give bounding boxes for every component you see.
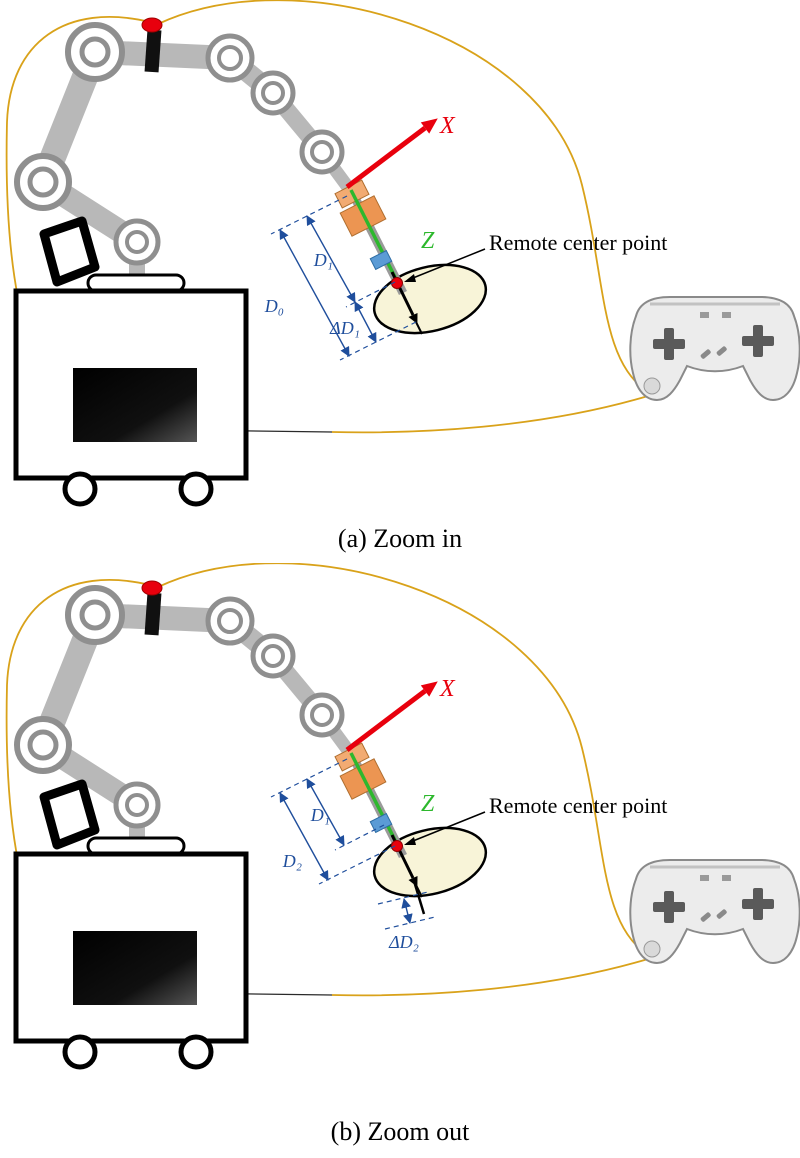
dim-label-delta: ΔD₁	[329, 318, 360, 338]
dimension-annotations: D₁ D₀ ΔD₁	[264, 195, 417, 361]
remote-center-annotation: Remote center point	[404, 230, 667, 282]
dim-label-outer: D₂	[282, 851, 302, 871]
rcp-label: Remote center point	[489, 793, 667, 818]
robot-scene	[7, 0, 800, 504]
rcp-arrow	[407, 811, 486, 844]
dim-label-delta: ΔD₂	[388, 932, 419, 952]
z-axis-label: Z	[421, 791, 435, 817]
rcp-arrowhead	[404, 274, 416, 282]
x-axis-label: X	[439, 676, 456, 702]
rcp-arrowhead	[404, 837, 416, 845]
dim-label-outer: D₀	[264, 296, 284, 316]
dim-label-inner: D₁	[310, 805, 330, 825]
remote-center-annotation: Remote center point	[404, 793, 667, 845]
z-axis-label: Z	[421, 228, 435, 254]
caption-zoom-in: (a) Zoom in	[337, 524, 463, 553]
rcp-label: Remote center point	[489, 230, 667, 255]
panel-zoom-in: D₁ D₀ ΔD₁ X Z Remote center point	[0, 0, 800, 515]
dim-label-inner: D₁	[313, 250, 333, 270]
caption-zoom-out: (b) Zoom out	[330, 1117, 470, 1146]
rcp-arrow	[407, 248, 486, 281]
scope-extension	[412, 880, 426, 915]
robot-scene	[7, 563, 800, 1067]
panel-zoom-out: D₁ D₂ ΔD₂ X Z Remote center point	[0, 563, 800, 1108]
x-axis-label: X	[439, 113, 456, 139]
dimension-annotations: D₁ D₂ ΔD₂	[270, 758, 436, 952]
